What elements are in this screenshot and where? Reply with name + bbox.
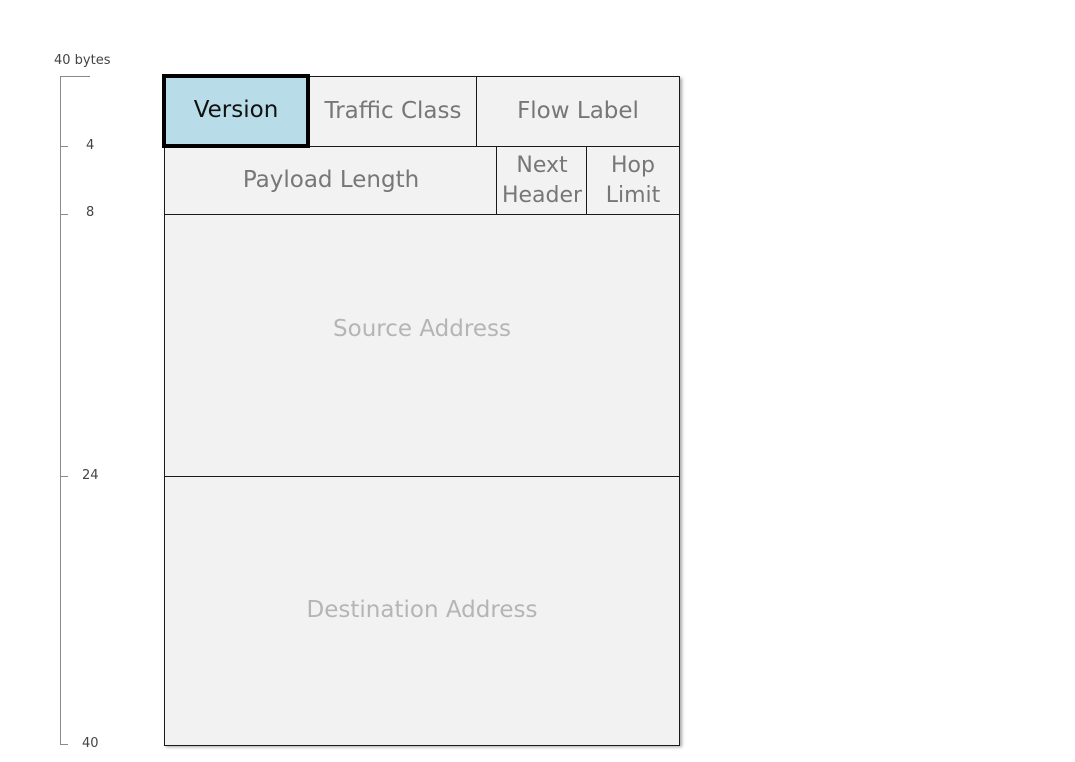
scale-tick-4 [60, 146, 68, 147]
field-next-header-label: Next Header [501, 153, 583, 208]
field-payload-length[interactable]: Payload Length [164, 146, 498, 216]
scale-top-label: 40 bytes [54, 53, 111, 68]
scale-tick-8 [60, 214, 68, 215]
scale-label-8: 8 [86, 205, 95, 220]
field-source-address[interactable]: Source Address [164, 214, 680, 478]
scale-axis-line [60, 76, 61, 744]
field-hop-limit[interactable]: Hop Limit [586, 146, 680, 216]
field-hop-limit-label: Hop Limit [605, 153, 661, 208]
field-destination-address[interactable]: Destination Address [164, 476, 680, 746]
scale-label-24: 24 [82, 468, 99, 483]
scale-tick-top [60, 76, 90, 77]
field-traffic-class[interactable]: Traffic Class [308, 76, 478, 147]
field-next-header[interactable]: Next Header [496, 146, 588, 216]
scale-tick-24 [60, 476, 68, 477]
field-version[interactable]: Version [162, 74, 310, 148]
field-flow-label[interactable]: Flow Label [476, 76, 680, 147]
scale-label-4: 4 [86, 138, 95, 153]
scale-label-40: 40 [82, 736, 99, 751]
scale-tick-40 [60, 744, 68, 745]
